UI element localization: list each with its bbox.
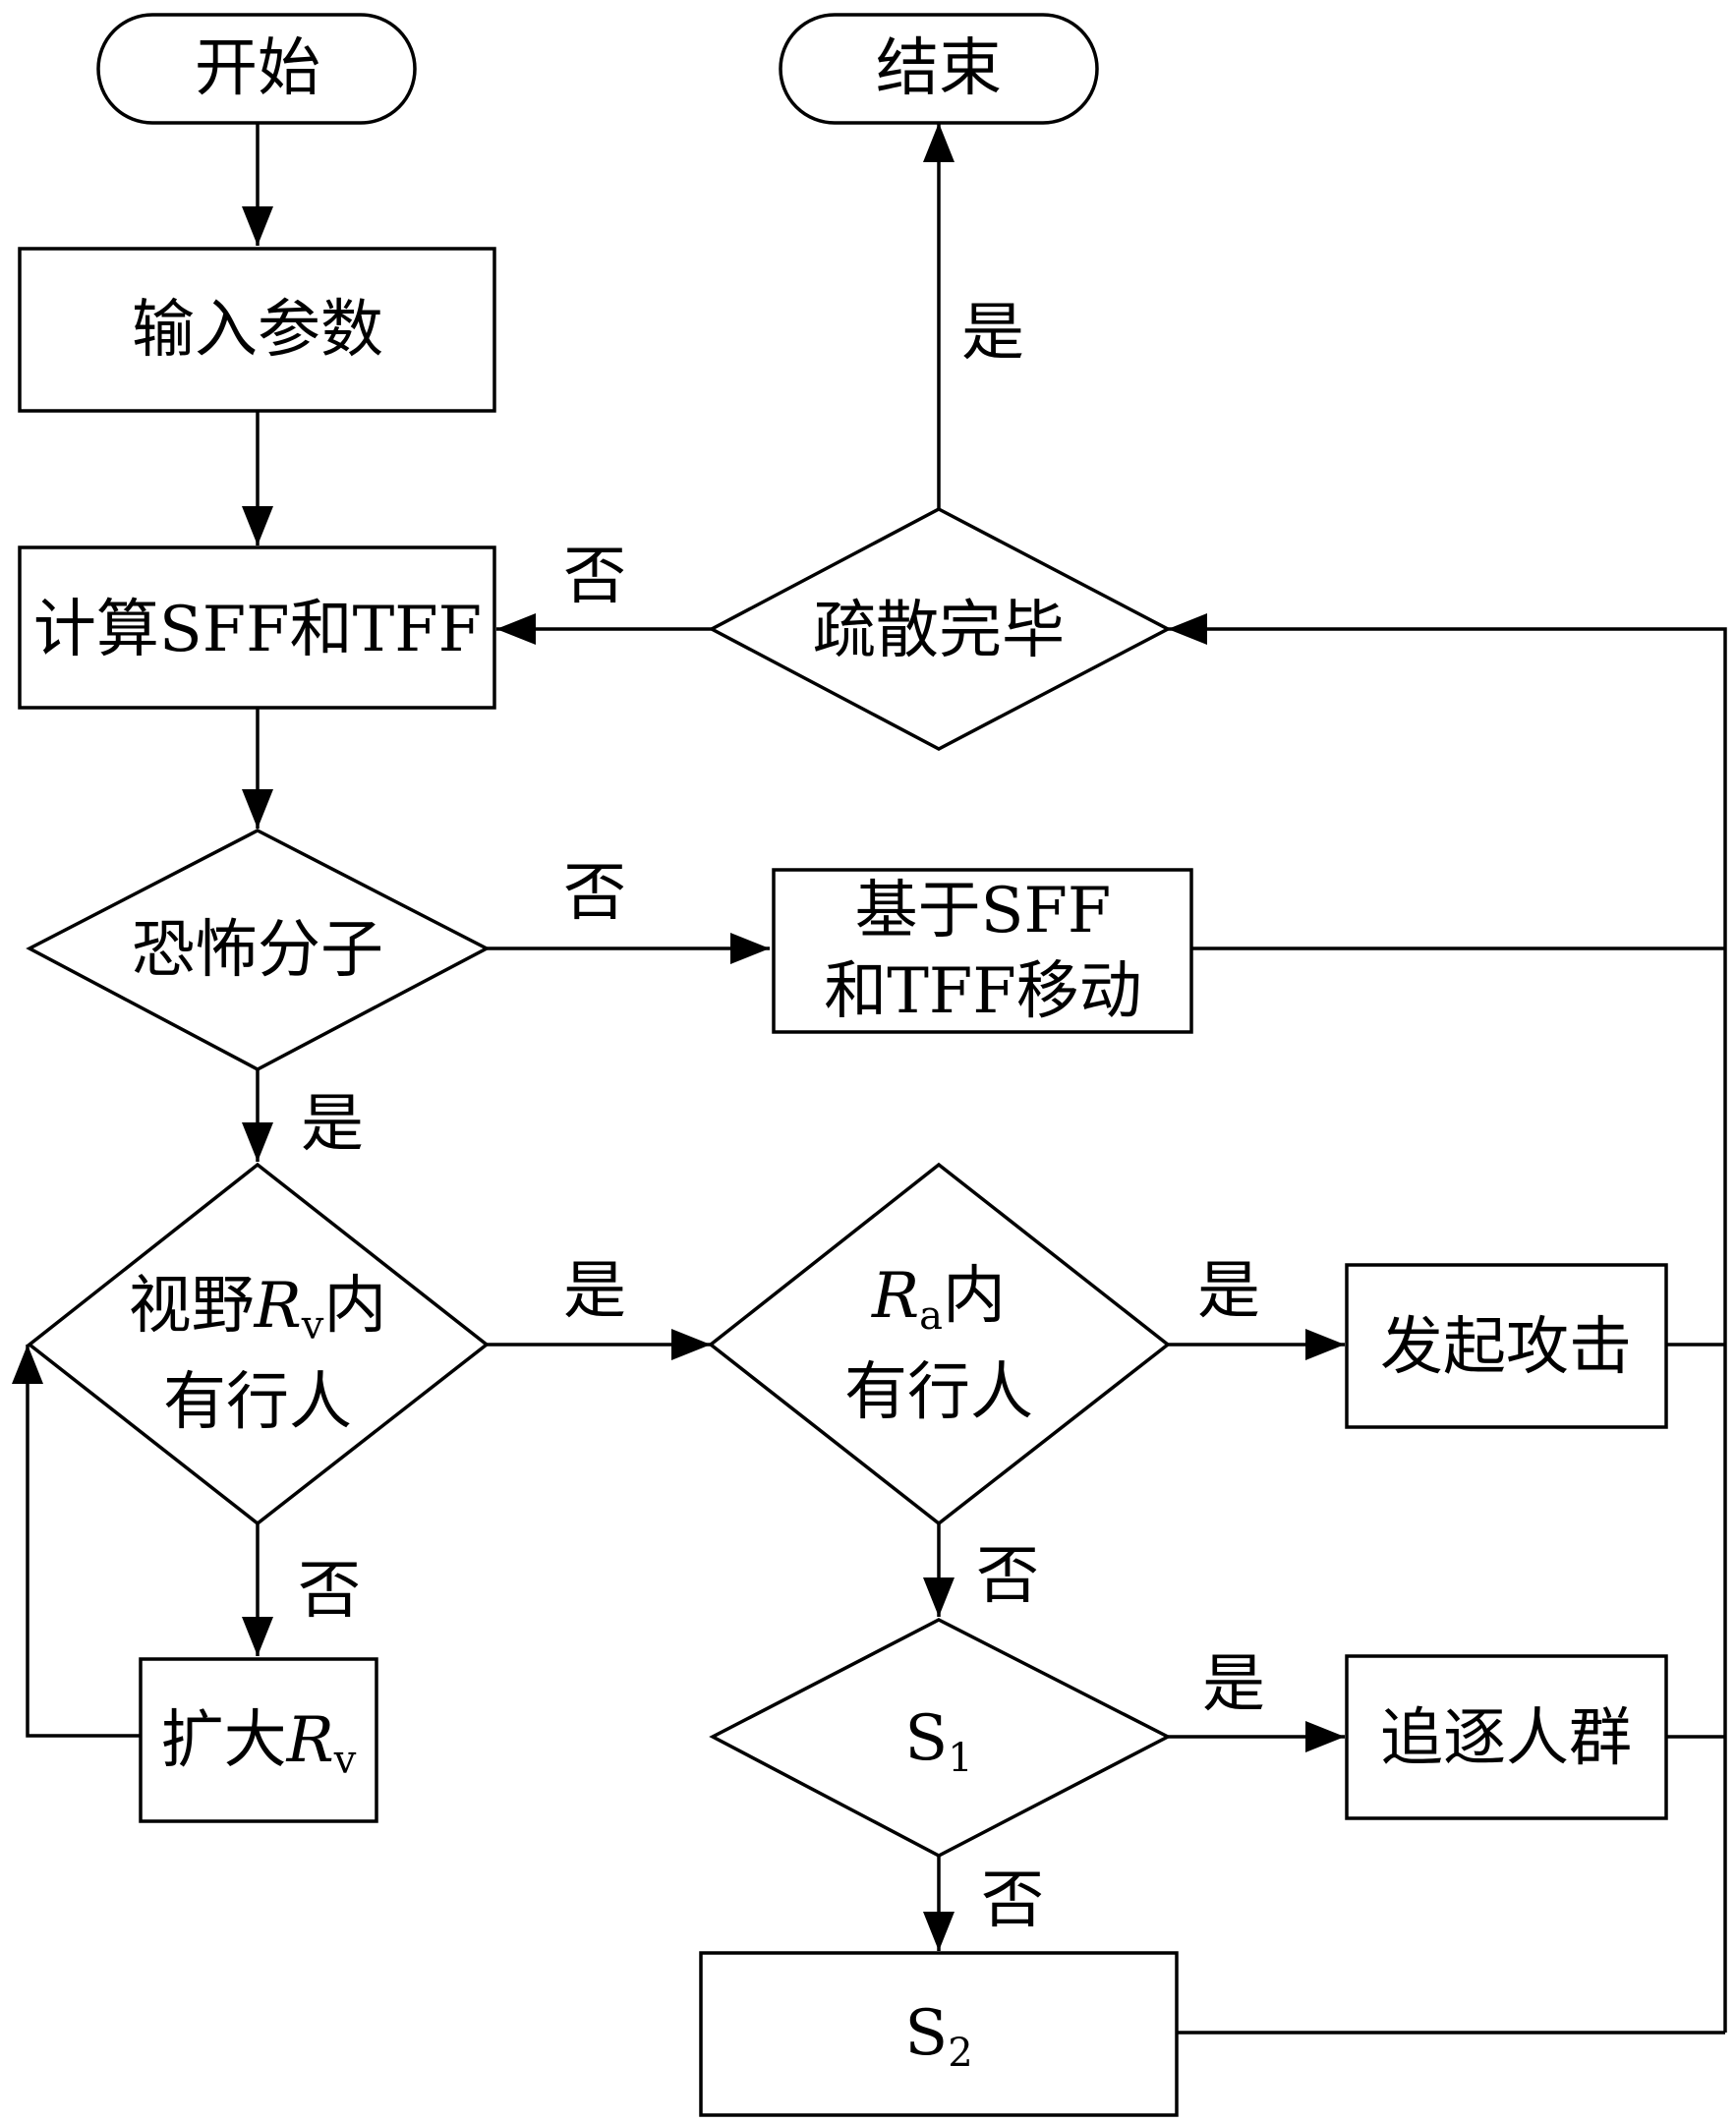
terrorist-diamond: 恐怖分子 [26,829,491,1071]
input-params-box: 输入参数 [18,247,496,413]
attack-label: 发起攻击 [1380,1311,1632,1384]
calc-box: 计算SFF和TFF [18,545,496,710]
move-label-line2: 和TFF移动 [824,955,1142,1028]
s2-main: S [904,1997,948,2070]
vision-sub: v [301,1303,324,1348]
edge-labels: 是 否 否 是 是 否 是 否 是 否 [298,297,1265,1937]
vision-label-pre: 视野 [129,1270,255,1343]
vision-diamond: 视野Rv内 有行人 [27,1162,490,1526]
label-range-yes: 是 [1197,1255,1260,1328]
edge-bus-to-evac [1168,613,1727,2033]
expand-label: 扩大Rv [161,1704,357,1783]
vision-label-post: 内 [323,1270,386,1343]
evac-done-diamond: 疏散完毕 [708,507,1172,751]
attack-box: 发起攻击 [1345,1263,1668,1429]
end-label: 结束 [876,32,1002,105]
terrorist-label: 恐怖分子 [132,914,383,987]
expand-var: R [286,1704,334,1777]
calc-label: 计算SFF和TFF [33,594,482,666]
s1-label: S1 [904,1702,972,1781]
attack-range-var: R [871,1260,919,1333]
move-label-line1: 基于SFF [855,875,1112,947]
move-box: 基于SFF 和TFF移动 [772,868,1193,1034]
label-s1-yes: 是 [1202,1648,1265,1721]
label-range-no: 否 [976,1540,1039,1613]
attack-range-label-line1: Ra内 [871,1260,1006,1339]
label-vision-no: 否 [298,1555,361,1628]
expand-sub: v [333,1738,357,1783]
label-terrorist-no: 否 [563,857,626,930]
s1-main: S [904,1702,948,1775]
edge-expand-to-vision [11,1345,141,1738]
start-terminal: 开始 [96,13,417,125]
start-label: 开始 [195,32,320,105]
expand-label-pre: 扩大 [161,1704,287,1777]
s2-sub: 2 [948,2031,972,2076]
evac-done-label: 疏散完毕 [813,595,1065,667]
connectors [11,123,1727,2035]
vision-label-line2: 有行人 [163,1366,352,1439]
chase-label: 追逐人群 [1380,1702,1632,1775]
vision-label-line1: 视野Rv内 [129,1270,387,1348]
label-evac-no: 否 [563,541,626,613]
s1-diamond: S1 [709,1618,1172,1858]
attack-range-diamond: Ra内 有行人 [708,1162,1171,1526]
chase-box: 追逐人群 [1345,1654,1668,1820]
end-terminal: 结束 [779,13,1099,125]
s2-label: S2 [904,1997,972,2076]
attack-range-post: 内 [943,1260,1006,1333]
s1-sub: 1 [948,1736,972,1781]
attack-range-label-line2: 有行人 [844,1356,1033,1429]
label-terrorist-yes: 是 [301,1088,364,1161]
s2-box: S2 [699,1951,1179,2117]
attack-range-sub: a [919,1293,943,1339]
label-s1-no: 否 [981,1864,1044,1937]
label-vision-yes: 是 [563,1255,626,1328]
input-params-label: 输入参数 [132,294,383,367]
label-evac-yes: 是 [961,297,1024,370]
vision-var: R [254,1270,302,1343]
expand-box: 扩大Rv [139,1657,378,1823]
